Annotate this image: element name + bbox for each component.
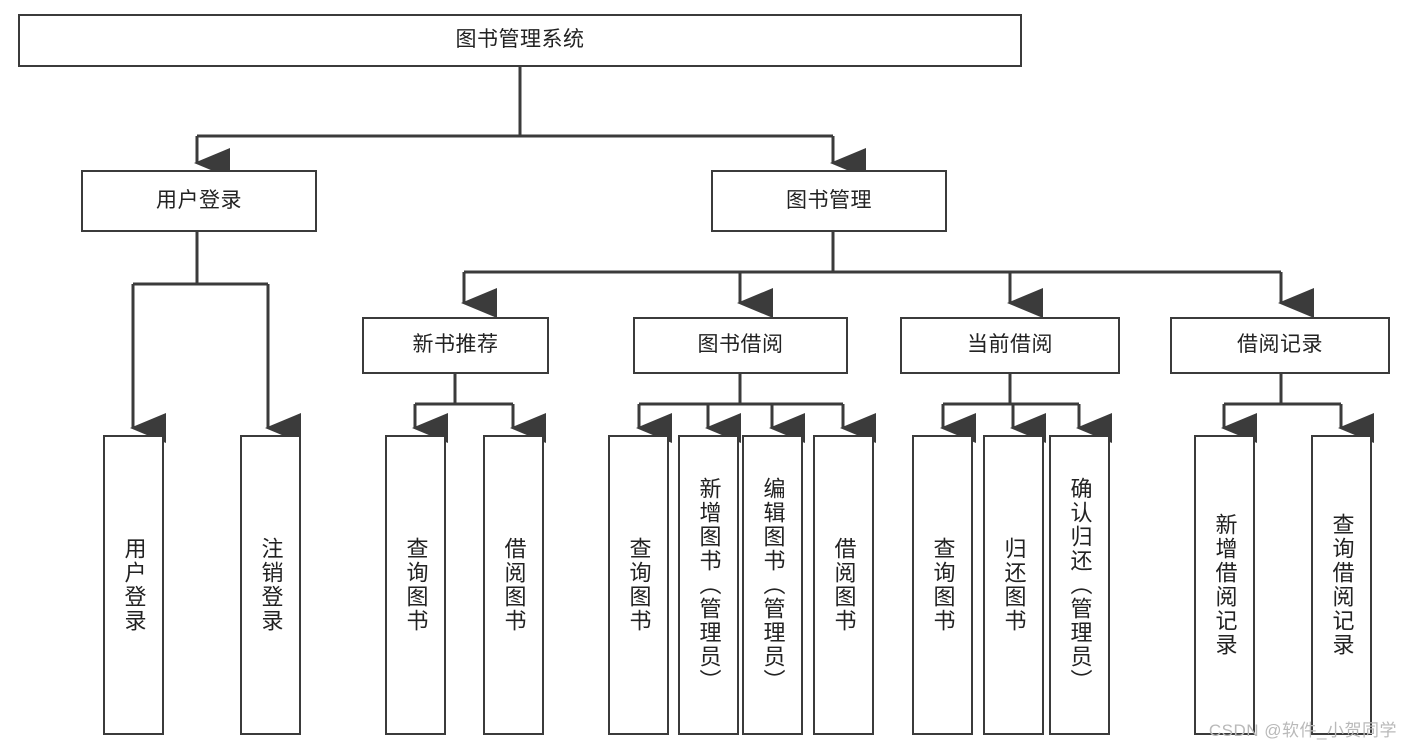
leaf-label: 借阅图书: [501, 537, 527, 633]
leaf-label: 用户登录: [121, 537, 147, 633]
leaf-current-query-book[interactable]: 查询图书: [912, 435, 973, 735]
leaf-borrow-borrow-book[interactable]: 借阅图书: [813, 435, 874, 735]
node-borrow-record[interactable]: 借阅记录: [1170, 317, 1390, 374]
leaf-user-login-login[interactable]: 用户登录: [103, 435, 164, 735]
node-label: 用户登录: [156, 188, 242, 212]
node-current-borrow[interactable]: 当前借阅: [900, 317, 1120, 374]
node-label: 图书管理: [786, 188, 872, 212]
leaf-label: 注销登录: [258, 537, 284, 633]
node-root-system[interactable]: 图书管理系统: [18, 14, 1022, 67]
node-label: 图书借阅: [697, 333, 784, 357]
leaf-new-book-borrow[interactable]: 借阅图书: [483, 435, 544, 735]
leaf-record-query[interactable]: 查询借阅记录: [1311, 435, 1372, 735]
leaf-label: 确认归还（管理员）: [1067, 477, 1093, 693]
leaf-label: 归还图书: [1001, 537, 1027, 633]
leaf-borrow-query-book[interactable]: 查询图书: [608, 435, 669, 735]
leaf-current-return-book[interactable]: 归还图书: [983, 435, 1044, 735]
leaf-label: 新增图书（管理员）: [696, 477, 722, 693]
node-label: 借阅记录: [1237, 333, 1323, 357]
node-new-book-recommend[interactable]: 新书推荐: [362, 317, 549, 374]
leaf-record-add[interactable]: 新增借阅记录: [1194, 435, 1255, 735]
leaf-new-book-query[interactable]: 查询图书: [385, 435, 446, 735]
leaf-label: 新增借阅记录: [1212, 513, 1238, 657]
leaf-user-login-logout[interactable]: 注销登录: [240, 435, 301, 735]
node-label: 当前借阅: [967, 333, 1053, 357]
node-book-management[interactable]: 图书管理: [711, 170, 947, 232]
leaf-label: 查询借阅记录: [1329, 513, 1355, 657]
leaf-current-confirm-return[interactable]: 确认归还（管理员）: [1049, 435, 1110, 735]
leaf-label: 查询图书: [626, 537, 652, 633]
leaf-label: 借阅图书: [831, 537, 857, 633]
node-user-login[interactable]: 用户登录: [81, 170, 317, 232]
leaf-label: 查询图书: [403, 537, 429, 633]
leaf-borrow-edit-book[interactable]: 编辑图书（管理员）: [742, 435, 803, 735]
leaf-borrow-add-book[interactable]: 新增图书（管理员）: [678, 435, 739, 735]
leaf-label: 查询图书: [930, 537, 956, 633]
leaf-label: 编辑图书（管理员）: [760, 477, 786, 693]
node-book-borrow[interactable]: 图书借阅: [633, 317, 848, 374]
node-label: 新书推荐: [412, 333, 499, 357]
node-label: 图书管理系统: [455, 28, 585, 52]
